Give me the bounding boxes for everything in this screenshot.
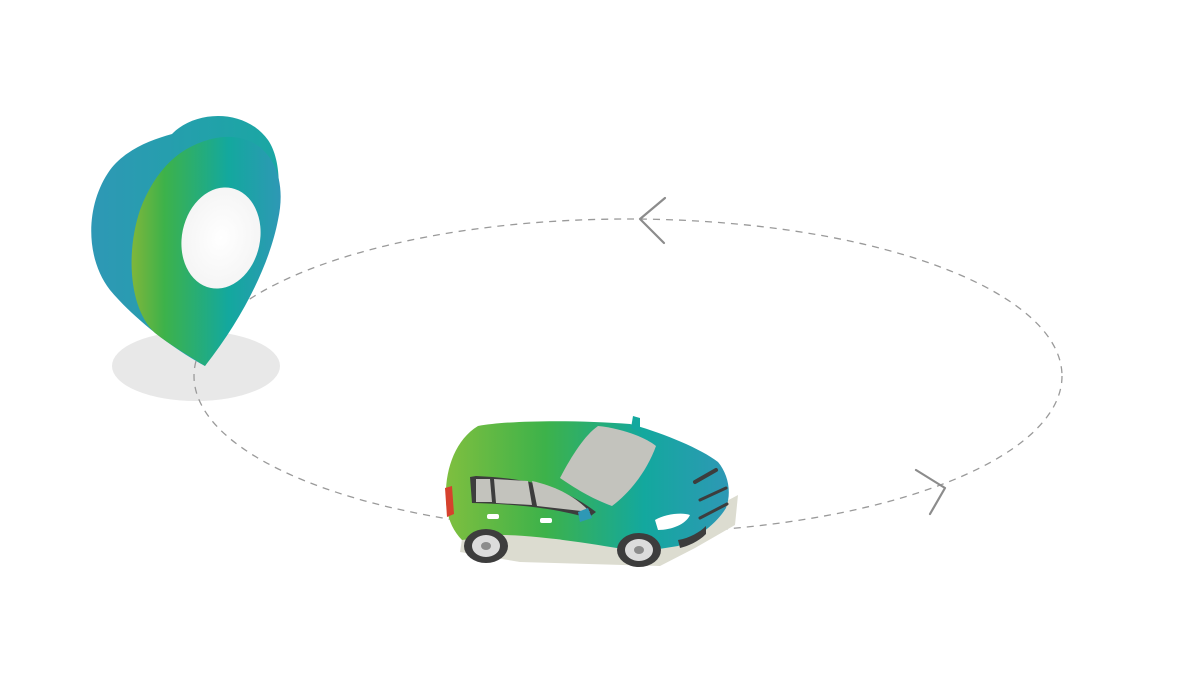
car-front-wheel xyxy=(617,533,661,567)
car-side-window xyxy=(494,479,532,505)
car-tail-light xyxy=(445,486,454,517)
car-front-side-window xyxy=(532,481,590,512)
car-windshield xyxy=(560,426,656,506)
circular-route xyxy=(193,218,1063,534)
car-headlight xyxy=(655,513,690,530)
car-mirror xyxy=(578,508,592,522)
arrow-right-icon xyxy=(914,468,947,516)
car-rear-window xyxy=(476,479,492,502)
car-icon xyxy=(445,416,738,567)
car-shadow xyxy=(460,495,738,566)
pin-shadow xyxy=(112,331,280,401)
pin-hole xyxy=(181,187,261,289)
location-pin-icon xyxy=(91,115,281,366)
car-rear-wheel xyxy=(464,529,508,563)
arrow-left-icon xyxy=(638,196,667,245)
